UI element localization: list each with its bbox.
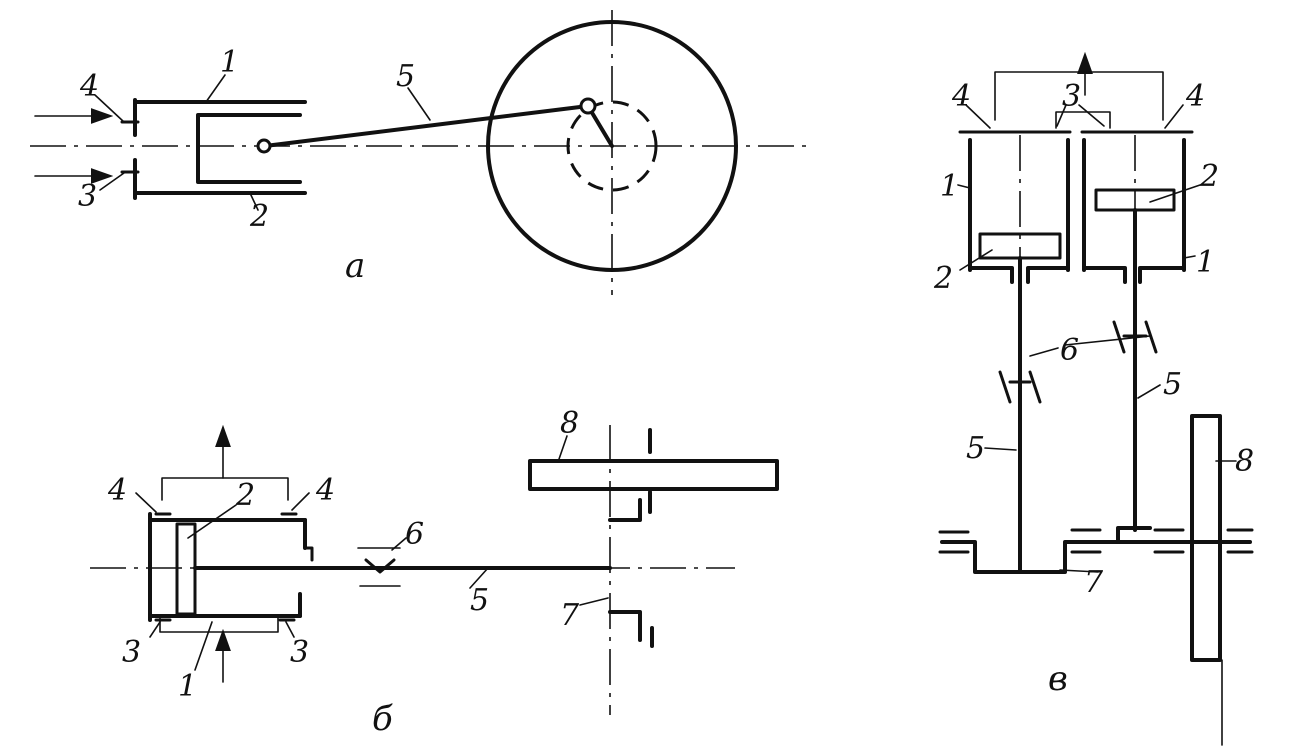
label-b-2: 2 (235, 478, 255, 513)
piston-b (175, 522, 197, 616)
main-bearings-v (938, 528, 1254, 554)
cylinder-a (120, 98, 307, 200)
flywheel-b (528, 459, 779, 491)
label-v-3: 3 (1062, 79, 1081, 114)
label-b-6: 6 (405, 517, 424, 552)
label-b-3-left: 3 (122, 635, 141, 670)
label-b-4-left: 4 (107, 473, 127, 508)
label-a-4: 4 (79, 69, 99, 104)
guide-v-right (1112, 320, 1158, 354)
wrist-pin-a (256, 138, 272, 154)
intake-manifold-b (159, 615, 279, 633)
intake-manifold-v (1055, 111, 1111, 129)
crankshaft-v (940, 540, 1192, 574)
label-v-5-left: 5 (966, 431, 985, 466)
label-a-3: 3 (78, 179, 97, 214)
caption-b: б (372, 699, 393, 739)
leader-lines-b (135, 435, 609, 671)
crank-circle-a (566, 100, 658, 192)
label-b-4-right: 4 (315, 473, 335, 508)
flywheel-v (1190, 414, 1222, 662)
caption-v: в (1048, 659, 1068, 699)
label-v-6: 6 (1060, 333, 1079, 368)
label-v-4-left: 4 (951, 79, 971, 114)
exhaust-manifold-b (161, 477, 289, 501)
label-b-5: 5 (470, 583, 489, 618)
cylinder-v-right (1082, 138, 1186, 284)
label-v-2-right: 2 (1199, 159, 1219, 194)
label-b-7: 7 (560, 598, 580, 633)
label-v-7: 7 (1084, 565, 1104, 600)
piston-a (196, 113, 302, 184)
exhaust-manifold-v (994, 71, 1164, 121)
leader-lines-a (94, 74, 431, 211)
crank-web-lower-b (608, 610, 642, 642)
crank-web-upper-b (608, 498, 642, 522)
label-v-5-right: 5 (1163, 367, 1182, 402)
label-v-4-right: 4 (1185, 79, 1205, 114)
diagram-b: 4 4 2 3 3 1 6 5 7 8 б (90, 406, 779, 739)
label-a-5: 5 (396, 59, 415, 94)
cylinder-b (148, 512, 314, 622)
label-v-1-left: 1 (940, 169, 959, 204)
guide-v-left (998, 370, 1042, 404)
label-b-8: 8 (560, 406, 579, 441)
diagram-a: 1 2 3 4 5 а (30, 10, 810, 295)
label-a-2: 2 (249, 199, 269, 234)
cylinder-v-left (968, 138, 1070, 284)
label-v-8: 8 (1235, 444, 1254, 479)
label-v-1-right: 1 (1196, 245, 1215, 280)
guide-bearing-b (364, 558, 396, 574)
label-v-2-left: 2 (933, 261, 953, 296)
diagram-v: 4 4 3 1 1 2 2 6 5 5 8 7 в (933, 51, 1254, 746)
label-b-3-right: 3 (290, 635, 309, 670)
label-a-1: 1 (220, 45, 239, 80)
crank-throw-right-v (1116, 526, 1152, 544)
leader-lines-v (957, 104, 1237, 573)
label-b-1: 1 (178, 669, 197, 704)
caption-a: а (345, 246, 365, 286)
connecting-rod-a (263, 104, 590, 148)
crank-pin-a (579, 97, 597, 115)
